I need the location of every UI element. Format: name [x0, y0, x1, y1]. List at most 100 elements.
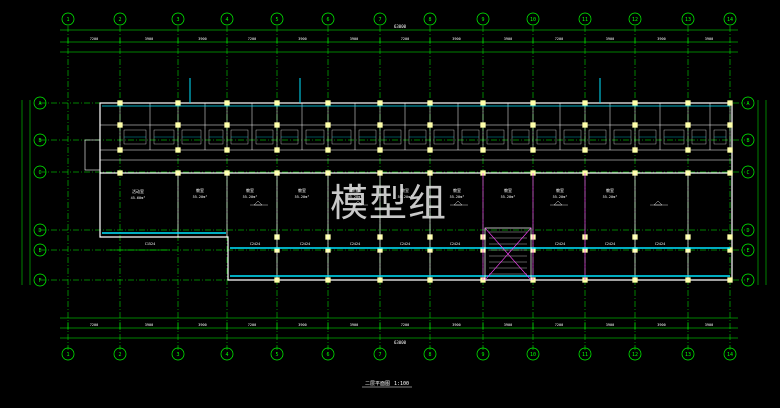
room-name: 教室	[246, 187, 254, 193]
axis-bubble-right	[741, 165, 755, 179]
axis-bubble-top	[476, 12, 490, 26]
axis-bubble-right	[741, 223, 755, 237]
structural-column	[274, 100, 280, 106]
room-name: 教室	[606, 187, 614, 193]
stair-core	[484, 227, 532, 281]
dimension-text-bottom: 7200	[555, 323, 563, 327]
structural-column	[685, 100, 691, 106]
structural-column	[175, 122, 181, 128]
axis-bubble-top	[526, 12, 540, 26]
structural-column	[274, 147, 280, 153]
axis-label-right: C	[746, 170, 749, 176]
axis-bubble-bottom	[526, 347, 540, 361]
axis-bubble-left	[33, 273, 47, 287]
axis-label-bottom: 8	[428, 352, 431, 358]
structural-column	[224, 147, 230, 153]
axis-bubble-left	[33, 133, 47, 147]
structural-column	[224, 100, 230, 106]
structural-column	[175, 100, 181, 106]
structural-column	[582, 122, 588, 128]
axis-label-left: D	[38, 228, 41, 234]
structural-column	[727, 122, 733, 128]
structural-column	[727, 100, 733, 106]
room-area: 55.20m²	[193, 195, 208, 199]
axis-bubble-top	[681, 12, 695, 26]
axis-bubble-left	[33, 223, 47, 237]
window-label: C2424	[350, 242, 361, 246]
axis-label-bottom: 1	[66, 352, 69, 358]
level-triangle	[553, 200, 563, 206]
dimension-text-bottom: 3900	[145, 323, 153, 327]
drawing-title-text: 二层平面图	[365, 381, 391, 387]
structural-column	[530, 100, 536, 106]
drawing-scale: 1:100	[394, 381, 410, 387]
structural-column	[377, 122, 383, 128]
room-name: 活动室	[132, 188, 144, 194]
structural-column	[274, 122, 280, 128]
dimension-text-top: 3900	[145, 37, 153, 41]
structural-column	[117, 147, 123, 153]
axis-bubble-top	[270, 12, 284, 26]
window-label: C2424	[555, 242, 566, 246]
axis-bubble-bottom	[321, 347, 335, 361]
structural-column	[727, 170, 733, 176]
dimension-text-bottom: 3900	[298, 323, 306, 327]
axis-label-top: 8	[428, 17, 431, 23]
axis-bubble-bottom	[171, 347, 185, 361]
room-name: 教室	[351, 187, 359, 193]
axis-bubble-right	[741, 133, 755, 147]
structural-column	[117, 100, 123, 106]
structural-column	[480, 100, 486, 106]
axis-label-right: D	[746, 228, 749, 234]
axis-label-bottom: 4	[225, 352, 228, 358]
dimension-text-bottom: 7200	[90, 323, 98, 327]
axis-bubble-top	[171, 12, 185, 26]
structural-column	[427, 122, 433, 128]
axis-bubble-bottom	[270, 347, 284, 361]
structural-column	[427, 147, 433, 153]
axis-bubble-top	[321, 12, 335, 26]
window-label: C1524	[145, 242, 156, 246]
axis-bubble-bottom	[61, 347, 75, 361]
watermark: 模型组	[330, 181, 448, 225]
room-name: 教室	[298, 187, 306, 193]
axis-label-right: A	[746, 101, 749, 107]
axis-label-top: 1	[66, 17, 69, 23]
axis-bubble-top	[578, 12, 592, 26]
level-triangle	[453, 200, 463, 206]
room-area: 55.20m²	[501, 195, 516, 199]
stair-diagonal	[484, 227, 532, 281]
structural-column	[727, 234, 733, 240]
room-area: 55.20m²	[243, 195, 258, 199]
axis-label-right: B	[746, 138, 749, 144]
level-triangle	[253, 200, 263, 206]
dimension-text-bottom: 3900	[705, 323, 713, 327]
dimension-text-top: 3900	[705, 37, 713, 41]
axis-label-top: 10	[530, 17, 536, 23]
dimension-text-top: 3900	[657, 37, 665, 41]
structural-column	[632, 147, 638, 153]
structural-column	[117, 122, 123, 128]
axis-bubble-top	[61, 12, 75, 26]
structural-column	[530, 122, 536, 128]
axis-label-bottom: 10	[530, 352, 536, 358]
axis-label-top: 9	[481, 17, 484, 23]
structural-column	[480, 147, 486, 153]
room-area: 45.60m²	[131, 196, 146, 200]
structural-column	[224, 122, 230, 128]
axis-label-bottom: 7	[378, 352, 381, 358]
axis-bubble-bottom	[628, 347, 642, 361]
axis-label-top: 4	[225, 17, 228, 23]
axis-bubble-top	[373, 12, 387, 26]
axis-label-top: 2	[118, 17, 121, 23]
dimension-text-top: 7200	[248, 37, 256, 41]
dimension-text-bottom: 3900	[350, 323, 358, 327]
axis-bubble-bottom	[476, 347, 490, 361]
dimension-text-top: 3900	[452, 37, 460, 41]
dimension-text-bottom: 3900	[452, 323, 460, 327]
structural-column	[175, 147, 181, 153]
structural-column	[325, 147, 331, 153]
overall-dimension-bottom: 63000	[394, 340, 407, 345]
axis-label-bottom: 9	[481, 352, 484, 358]
structural-column	[377, 100, 383, 106]
